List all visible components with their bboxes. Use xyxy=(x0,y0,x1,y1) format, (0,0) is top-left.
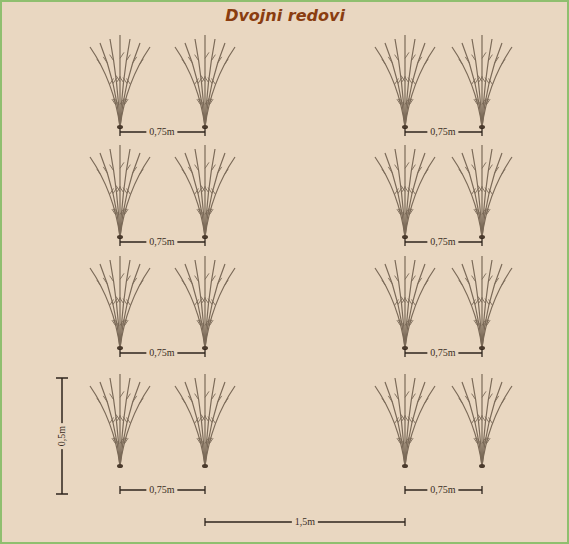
dimension-tick xyxy=(204,238,205,246)
shrub xyxy=(452,35,512,129)
shrub xyxy=(452,145,512,239)
dimension-label: 0,5m xyxy=(56,423,68,449)
shrub xyxy=(90,256,150,350)
shrub xyxy=(175,256,235,350)
shrub xyxy=(452,256,512,350)
dimension-label: 1,5m xyxy=(292,516,318,528)
dimension-label: 0,75m xyxy=(146,484,177,496)
shrub xyxy=(175,145,235,239)
dimension-tick xyxy=(56,377,68,379)
dimension-tick xyxy=(204,349,205,357)
dimension-tick xyxy=(481,486,482,494)
dimension-tick xyxy=(119,349,120,357)
diagram-title: Dvojni redovi xyxy=(225,6,345,25)
dimension-tick xyxy=(56,493,68,495)
dimension-label: 0,75m xyxy=(427,236,458,248)
dimension-tick xyxy=(404,518,405,526)
dimension-tick xyxy=(404,349,405,357)
dimension-tick xyxy=(119,128,120,136)
shrub xyxy=(90,35,150,129)
shrub xyxy=(90,145,150,239)
dimension-tick xyxy=(404,486,405,494)
shrub xyxy=(175,35,235,129)
dimension-tick xyxy=(481,128,482,136)
dimension-tick xyxy=(481,349,482,357)
dimension-label: 0,75m xyxy=(146,347,177,359)
dimension-label: 0,75m xyxy=(427,347,458,359)
shrub xyxy=(452,374,512,468)
dimension-tick xyxy=(404,128,405,136)
shrub xyxy=(375,35,435,129)
shrub xyxy=(90,374,150,468)
dimension-tick xyxy=(119,486,120,494)
dimension-label: 0,75m xyxy=(146,126,177,138)
dimension-label: 0,75m xyxy=(146,236,177,248)
dimension-tick xyxy=(204,128,205,136)
shrub xyxy=(175,374,235,468)
shrub xyxy=(375,145,435,239)
dimension-tick xyxy=(119,238,120,246)
shrub xyxy=(375,374,435,468)
dimension-tick xyxy=(404,238,405,246)
dimension-label: 0,75m xyxy=(427,126,458,138)
dimension-tick xyxy=(204,486,205,494)
dimension-tick xyxy=(204,518,205,526)
dimension-tick xyxy=(481,238,482,246)
dimension-label: 0,75m xyxy=(427,484,458,496)
shrub xyxy=(375,256,435,350)
